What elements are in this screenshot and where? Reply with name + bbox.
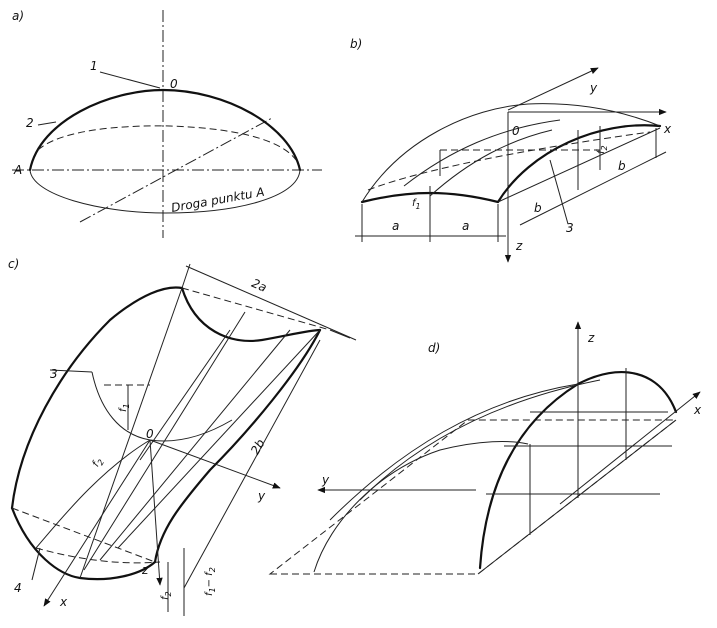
panel-c-f2-sub: 2 [96,458,106,467]
panel-b-f1-main: f [412,198,417,209]
panel-d-gen-1 [329,383,579,521]
panel-b-axis-y-label: y [589,81,598,95]
panel-b-base-right [497,127,661,203]
panel-c-dim-2b-label: 2b [248,436,268,457]
panel-c-dim-2a-label: 2a [250,276,269,295]
panel-c-label-3: 3 [50,367,58,381]
panel-a-hidden-meridian [37,125,297,161]
panel-c-label-0: 0 [146,427,154,441]
panel-c-axis-y-label: y [257,489,266,503]
panel-b-axis-z-label: z [515,239,523,253]
panel-c-gen-3 [99,329,291,561]
panel-c-gen-1 [79,287,183,579]
panel-b-axis-x-label: x [663,122,672,136]
panel-a-label-1: 1 [90,59,98,73]
panel-b-f1-label: f1 [412,198,421,211]
panel-c-left-edge [10,286,184,510]
panel-c-label-4: 4 [14,581,22,595]
panel-c-f1f2-tail-sub: 2 [208,567,217,572]
panel-c-gen-5 [139,329,231,461]
panel-c-dim-2a-ext-2 [329,329,351,339]
panel-b-inner-curve-2 [429,129,553,197]
panel-c-f1f2-label: f1− f2 [204,567,217,596]
panel-b-dim-b-line [519,151,667,226]
panel-b-leader-3 [549,159,569,225]
panel-b-ridge-curve [361,103,661,203]
panel-c-f1-main: f [118,407,129,412]
panel-c: c) y x z 0 2a 2b 3 4 f1 [8,257,357,616]
panel-d-axis-y-label: y [321,473,330,487]
panel-b-dim-b1: b [534,201,542,215]
panel-b-dim-b2: b [618,159,626,173]
panel-c-dim-2b [183,339,321,589]
panel-c-bottom-arc [10,506,157,581]
panel-c-hidden-base [11,507,156,563]
panel-b-label-0: 0 [512,124,520,138]
panel-d-gen-2 [359,379,601,501]
panel-b-hidden-line-1 [367,131,651,191]
panel-c-top-arc [180,286,322,342]
panel-c-dim-2a [185,265,357,341]
panel-a-label-2: 2 [26,116,34,130]
panel-c-axis-x-label: x [59,595,68,609]
panel-a-letter: a) [12,9,24,23]
panel-b: b) y x z 0 a a b b f1 f2 3 [350,37,672,263]
panel-c-axis-y [149,439,281,489]
panel-d-axis-z-label: z [587,331,595,345]
panel-c-diag-1 [35,439,151,549]
panel-a-dome-profile [28,88,302,172]
panel-c-axis-z-label: z [141,563,149,577]
panel-b-inner-curve-1 [403,119,561,187]
panel-c-right-edge [153,328,322,564]
panel-c-f2b-main: f [160,595,171,600]
panel-c-gen-4 [117,329,321,549]
panel-a-oblique-axis [79,117,273,223]
panel-c-f2b-sub: 2 [164,591,173,596]
panel-b-label-3: 3 [566,221,574,235]
panel-c-axis-x [43,439,151,607]
panel-c-f1f2-tail: − f [204,571,215,588]
panel-a-leader-2 [37,121,57,126]
panel-c-axis-z [149,439,163,586]
panel-c-hidden-top [181,287,331,331]
panel-b-f2-sub: 2 [600,145,609,150]
panel-c-letter: c) [8,257,19,271]
panel-c-f2b-label: f2 [160,591,173,600]
panel-c-f2-main: f [91,459,103,469]
panel-d-front-arch [478,371,678,570]
panel-a: a) 1 2 0 A Droga punktu A [12,9,322,238]
panel-d-back-arch [313,441,529,573]
panel-a-label-A: A [13,163,22,177]
panel-d-base-plane [268,419,678,575]
panel-d: d) z y x [268,321,702,575]
panel-c-hidden-base-2 [35,547,161,564]
panel-b-axis-y [507,67,599,111]
panel-a-leader-1 [99,71,161,89]
panel-b-f1-sub: 1 [416,202,421,211]
panel-a-path-ellipse-front [29,169,301,214]
panel-c-f2-label: f2 [91,456,107,470]
panel-b-letter: b) [350,37,362,51]
panel-c-f1f2-sub: 1 [208,587,217,592]
panel-c-leader-4 [31,547,41,581]
panel-d-base-edge [477,419,677,575]
panel-c-dim-2a-ext-1 [181,263,191,289]
panel-c-f1-sub: 1 [122,403,131,408]
panel-b-front-arc-right [496,124,662,204]
panel-b-f2-label: f2 [596,145,609,154]
panel-c-f1-label: f1 [118,403,131,412]
panel-a-label-0: 0 [170,77,178,91]
panel-c-mid-arc [91,371,233,442]
panel-c-leader-3 [49,369,93,373]
panel-d-letter: d) [428,341,440,355]
panel-b-dim-a1: a [392,219,399,233]
panel-d-axis-x-label: x [693,403,702,417]
panel-b-f2-main: f [596,149,607,154]
panel-c-gen-2 [83,311,246,571]
panel-d-axis-x [559,391,701,505]
panel-b-dim-a2: a [462,219,469,233]
panel-c-f1f2-main: f [204,591,215,596]
